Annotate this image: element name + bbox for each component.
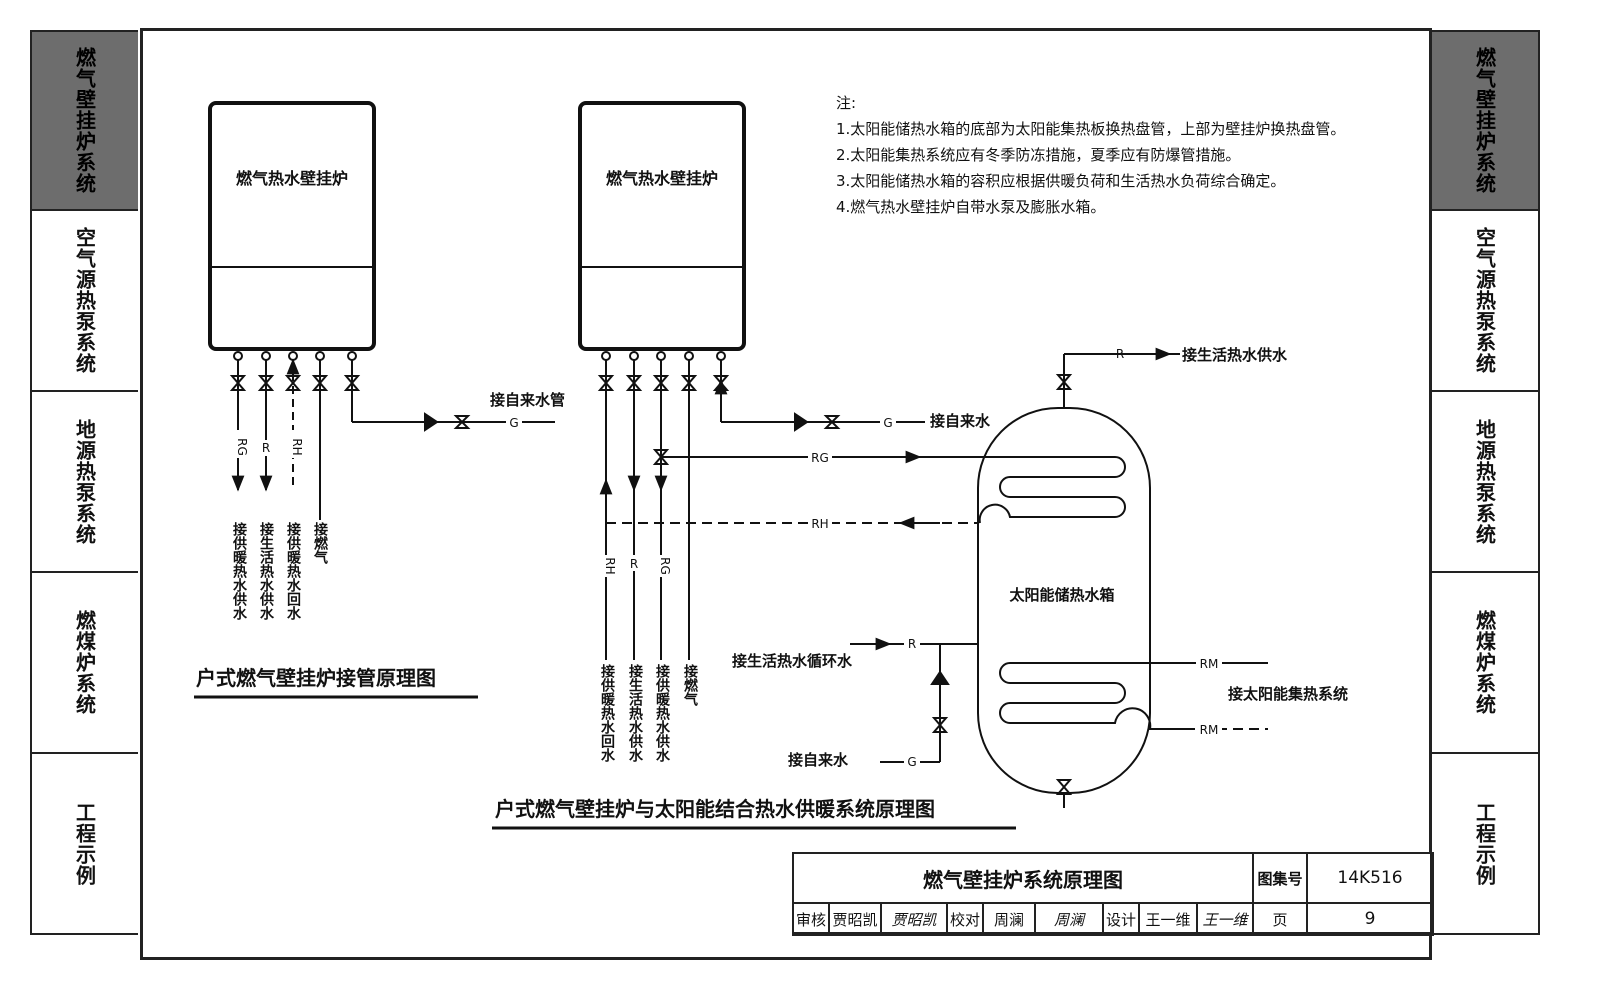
- notes-heading: 注:: [836, 94, 857, 112]
- d1-pipe-code-r: R: [262, 441, 270, 455]
- boiler-2: 燃气热水壁挂炉: [578, 101, 746, 351]
- left-tab-air-source[interactable]: 空气源热泵系统: [30, 211, 138, 392]
- note-item: 3.太阳能储热水箱的容积应根据供暖负荷和生活热水负荷综合确定。: [836, 172, 1286, 190]
- d2-rg-label: RG: [811, 451, 829, 465]
- left-tab-coal[interactable]: 燃煤炉系统: [30, 573, 138, 754]
- checker-sig-cell: 周澜: [1034, 902, 1104, 936]
- tab-label: 地源热泵系统: [72, 418, 97, 545]
- tab-label: 燃煤炉系统: [72, 610, 97, 715]
- d1-label-heating-supply: 接供暖热水供水: [231, 522, 247, 620]
- right-tab-ground-source[interactable]: 地源热泵系统: [1432, 392, 1540, 573]
- page-label: 页: [1272, 910, 1288, 929]
- d2-water-supply-label: 接自来水: [930, 412, 991, 430]
- d1-label-heating-return: 接供暖热水回水: [285, 522, 301, 620]
- tab-label: 工程示例: [72, 801, 97, 886]
- d2-pipe-code-r: R: [630, 557, 638, 571]
- d2-rh-label: RH: [811, 517, 828, 531]
- left-tab-examples[interactable]: 工程示例: [30, 754, 138, 935]
- d2-rm-code-lower: RM: [1200, 723, 1219, 737]
- d2-hot-water-supply-label: 接生活热水供水: [1182, 346, 1288, 364]
- tab-label: 燃气壁挂炉系统: [72, 47, 97, 194]
- d2-pipe-code-rh: RH: [603, 557, 617, 574]
- diagram-1-caption: 户式燃气壁挂炉接管原理图: [196, 666, 436, 690]
- diagram-2-caption: 户式燃气壁挂炉与太阳能结合热水供暖系统原理图: [495, 797, 935, 821]
- d2-label-dhw-supply: 接生活热水供水: [627, 664, 643, 762]
- tab-label: 空气源热泵系统: [1472, 227, 1497, 374]
- d2-hot-water-r: R: [1116, 347, 1124, 361]
- d2-circulation-r: R: [908, 637, 916, 651]
- d2-rm-code-upper: RM: [1200, 657, 1219, 671]
- reviewer-signature: 贾昭凯: [891, 910, 937, 929]
- d2-gas-code: G: [883, 416, 892, 430]
- page-label-cell: 页: [1252, 902, 1308, 936]
- reviewer-cell: 贾昭凯: [828, 902, 882, 936]
- designer-sig-cell: 王一维: [1196, 902, 1254, 936]
- review-label: 审核: [795, 910, 826, 929]
- d2-bottom-water-label: 接自来水: [788, 751, 849, 769]
- drawing-frame: [140, 28, 1432, 960]
- designer-name: 王一维: [1145, 910, 1191, 929]
- d1-gas-code: G: [509, 416, 518, 430]
- reviewer-name: 贾昭凯: [832, 910, 878, 929]
- right-tab-examples[interactable]: 工程示例: [1432, 754, 1540, 935]
- check-label-cell: 校对: [946, 902, 984, 936]
- tab-label: 工程示例: [1472, 801, 1497, 886]
- d1-label-gas: 接燃气: [312, 522, 328, 564]
- reviewer-sig-cell: 贾昭凯: [880, 902, 948, 936]
- title-cell: 燃气壁挂炉系统原理图: [792, 852, 1254, 904]
- left-tab-gas-boiler[interactable]: 燃气壁挂炉系统: [30, 30, 138, 211]
- atlas-label-cell: 图集号: [1252, 852, 1308, 904]
- designer-cell: 王一维: [1138, 902, 1198, 936]
- d1-label-dhw-supply: 接生活热水供水: [258, 522, 274, 620]
- atlas-no-cell: 14K516: [1306, 852, 1434, 904]
- tab-label: 燃煤炉系统: [1472, 610, 1497, 715]
- designer-signature: 王一维: [1202, 910, 1248, 929]
- boiler-2-pipes: [597, 347, 1268, 808]
- right-tab-coal[interactable]: 燃煤炉系统: [1432, 573, 1540, 754]
- right-tab-air-source[interactable]: 空气源热泵系统: [1432, 211, 1540, 392]
- page-number: 9: [1364, 909, 1376, 929]
- d2-solar-label: 接太阳能集热系统: [1228, 685, 1348, 703]
- d1-pipe-code-rh: RH: [290, 438, 304, 455]
- tab-label: 地源热泵系统: [1472, 418, 1497, 545]
- tab-label: 燃气壁挂炉系统: [1472, 47, 1497, 194]
- boiler-2-label: 燃气热水壁挂炉: [606, 169, 718, 188]
- d1-pipe-code-rg: RG: [235, 438, 249, 456]
- checker-name: 周澜: [993, 910, 1024, 929]
- boiler-1: 燃气热水壁挂炉: [208, 101, 376, 351]
- left-tab-ground-source[interactable]: 地源热泵系统: [30, 392, 138, 573]
- title-block: 燃气壁挂炉系统原理图 图集号 14K516 审核 贾昭凯 贾昭凯 校对 周澜 周…: [792, 852, 1434, 936]
- note-item: 4.燃气热水壁挂炉自带水泵及膨胀水箱。: [836, 198, 1106, 216]
- design-label-cell: 设计: [1102, 902, 1140, 936]
- checker-cell: 周澜: [982, 902, 1036, 936]
- right-tab-gas-boiler[interactable]: 燃气壁挂炉系统: [1432, 30, 1540, 211]
- d2-label-heating-supply: 接供暖热水供水: [654, 664, 670, 762]
- d2-label-gas: 接燃气: [682, 664, 698, 706]
- atlas-number: 14K516: [1337, 868, 1403, 888]
- d2-pipe-code-rg: RG: [658, 557, 672, 575]
- tab-label: 空气源热泵系统: [72, 227, 97, 374]
- note-item: 2.太阳能集热系统应有冬季防冻措施，夏季应有防爆管措施。: [836, 146, 1241, 164]
- check-label: 校对: [949, 910, 980, 929]
- drawing-title: 燃气壁挂炉系统原理图: [923, 867, 1123, 892]
- design-label: 设计: [1105, 910, 1136, 929]
- boiler-1-label: 燃气热水壁挂炉: [236, 169, 348, 188]
- d2-label-heating-return: 接供暖热水回水: [599, 664, 615, 762]
- d1-water-supply-label: 接自来水管: [490, 391, 565, 409]
- d2-circulation-label: 接生活热水循环水: [732, 652, 853, 670]
- note-item: 1.太阳能储热水箱的底部为太阳能集热板换热盘管，上部为壁挂炉换热盘管。: [836, 120, 1346, 138]
- atlas-label: 图集号: [1257, 869, 1303, 888]
- review-label-cell: 审核: [792, 902, 830, 936]
- page-no-cell: 9: [1306, 902, 1434, 936]
- tank-label: 太阳能储热水箱: [1009, 586, 1114, 604]
- d2-bottom-gas-code: G: [907, 755, 916, 769]
- checker-signature: 周澜: [1053, 910, 1084, 929]
